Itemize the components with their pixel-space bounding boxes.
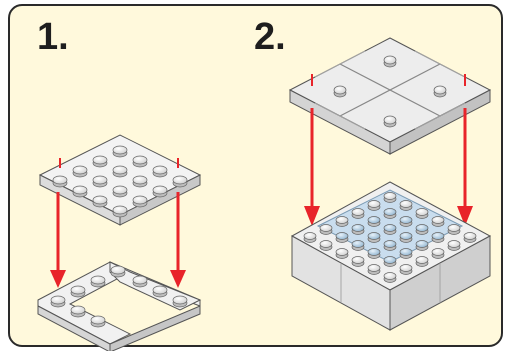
stud [432, 233, 444, 240]
stud [464, 233, 476, 240]
stud [133, 176, 147, 184]
stud [368, 201, 380, 208]
stud [91, 316, 105, 324]
down-arrow-icon [50, 192, 66, 288]
stud [133, 196, 147, 204]
stud [368, 233, 380, 240]
stud [448, 225, 460, 232]
stud [352, 209, 364, 216]
stud [434, 86, 446, 94]
stud [93, 196, 107, 204]
stud [416, 257, 428, 264]
lego-tile-2x2-set-icon [290, 38, 490, 154]
stud [320, 241, 332, 248]
stud [384, 273, 396, 280]
lego-base-blue-icon [292, 182, 490, 330]
stud [91, 276, 105, 284]
stud [384, 241, 396, 248]
stud [173, 176, 187, 184]
stud [51, 296, 65, 304]
stud [400, 201, 412, 208]
stud [53, 176, 67, 184]
stud [113, 146, 127, 154]
stud [320, 225, 332, 232]
stud [368, 217, 380, 224]
stud [368, 265, 380, 272]
stud [432, 249, 444, 256]
stud [113, 166, 127, 174]
stud [113, 186, 127, 194]
stud [334, 86, 346, 94]
stud [111, 266, 125, 274]
stud [400, 217, 412, 224]
stud [384, 116, 396, 124]
stud [336, 217, 348, 224]
stud [336, 233, 348, 240]
stud [416, 209, 428, 216]
stud [352, 225, 364, 232]
stud [384, 193, 396, 200]
stud [384, 257, 396, 264]
stud [73, 166, 87, 174]
stud [73, 186, 87, 194]
stud [173, 296, 187, 304]
stud [304, 233, 316, 240]
down-arrow-icon [457, 108, 473, 226]
stud [432, 217, 444, 224]
stud [384, 56, 396, 64]
stud [416, 241, 428, 248]
stud [400, 265, 412, 272]
stud [133, 276, 147, 284]
stud [416, 225, 428, 232]
stud [133, 156, 147, 164]
stud [153, 186, 167, 194]
stud [71, 286, 85, 294]
stud [384, 225, 396, 232]
stud [153, 166, 167, 174]
stud [352, 241, 364, 248]
stud [400, 233, 412, 240]
down-arrow-icon [304, 108, 320, 226]
down-arrow-icon [170, 192, 186, 288]
stud [93, 156, 107, 164]
stud [368, 249, 380, 256]
stud [400, 249, 412, 256]
stud [71, 306, 85, 314]
stud [93, 176, 107, 184]
stud [336, 249, 348, 256]
stud [113, 206, 127, 214]
stud [384, 209, 396, 216]
stud [153, 286, 167, 294]
stud [448, 241, 460, 248]
lego-plate-4x4-icon [40, 135, 200, 225]
stud [352, 257, 364, 264]
